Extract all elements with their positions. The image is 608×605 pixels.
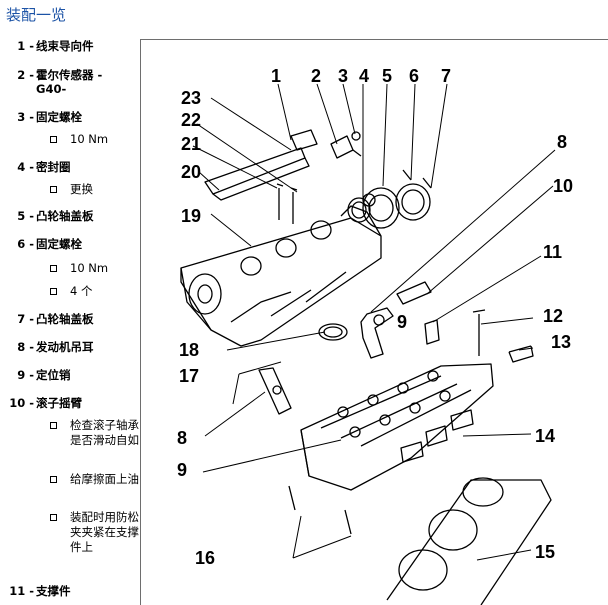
label-8-bottom: 8 [177,428,187,448]
camshaft-cover-5 [362,187,400,229]
label-9-bottom: 9 [177,460,187,480]
label-15: 15 [535,542,555,562]
camshaft-cover-7 [395,183,431,221]
label-8-top: 8 [557,132,567,152]
bullet-square-icon [50,514,57,521]
roller-rocker [360,307,394,359]
label-4: 4 [359,66,369,86]
hall-sensor [330,131,362,159]
label-11: 11 [543,242,562,262]
label-2: 2 [311,66,321,86]
bullet-square-icon [50,288,57,295]
label-13: 13 [551,332,571,352]
page-title: 装配一览 [6,6,67,24]
exploded-view-diagram: 1 2 3 4 5 6 7 8 10 11 12 13 14 15 16 9 8… [177,66,573,605]
bullet-square-icon [50,136,57,143]
label-12: 12 [543,306,563,326]
bullet-square-icon [50,186,57,193]
label-5: 5 [382,66,392,86]
label-3: 3 [338,66,348,86]
label-22: 22 [181,110,201,130]
label-16: 16 [195,548,215,568]
camshaft-housing [180,205,382,347]
figure-frame-left [140,39,141,605]
label-17: 17 [179,366,199,386]
label-7: 7 [441,66,451,86]
label-19: 19 [181,206,201,226]
label-21: 21 [181,134,201,154]
figure-frame-top [140,39,608,40]
support-element [396,281,440,345]
cylinder-head-gasket [386,477,552,605]
bullet-square-icon [50,476,57,483]
lifting-eye [258,367,292,415]
label-14: 14 [535,426,555,446]
label-18: 18 [179,340,199,360]
bullet-square-icon [50,265,57,272]
cylinder-head [300,363,494,491]
label-1: 1 [271,66,281,86]
label-23: 23 [181,88,201,108]
label-6: 6 [409,66,419,86]
label-9-mid: 9 [397,312,407,332]
label-10: 10 [553,176,573,196]
bullet-square-icon [50,422,57,429]
harness-guide [204,129,318,201]
label-20: 20 [181,162,201,182]
